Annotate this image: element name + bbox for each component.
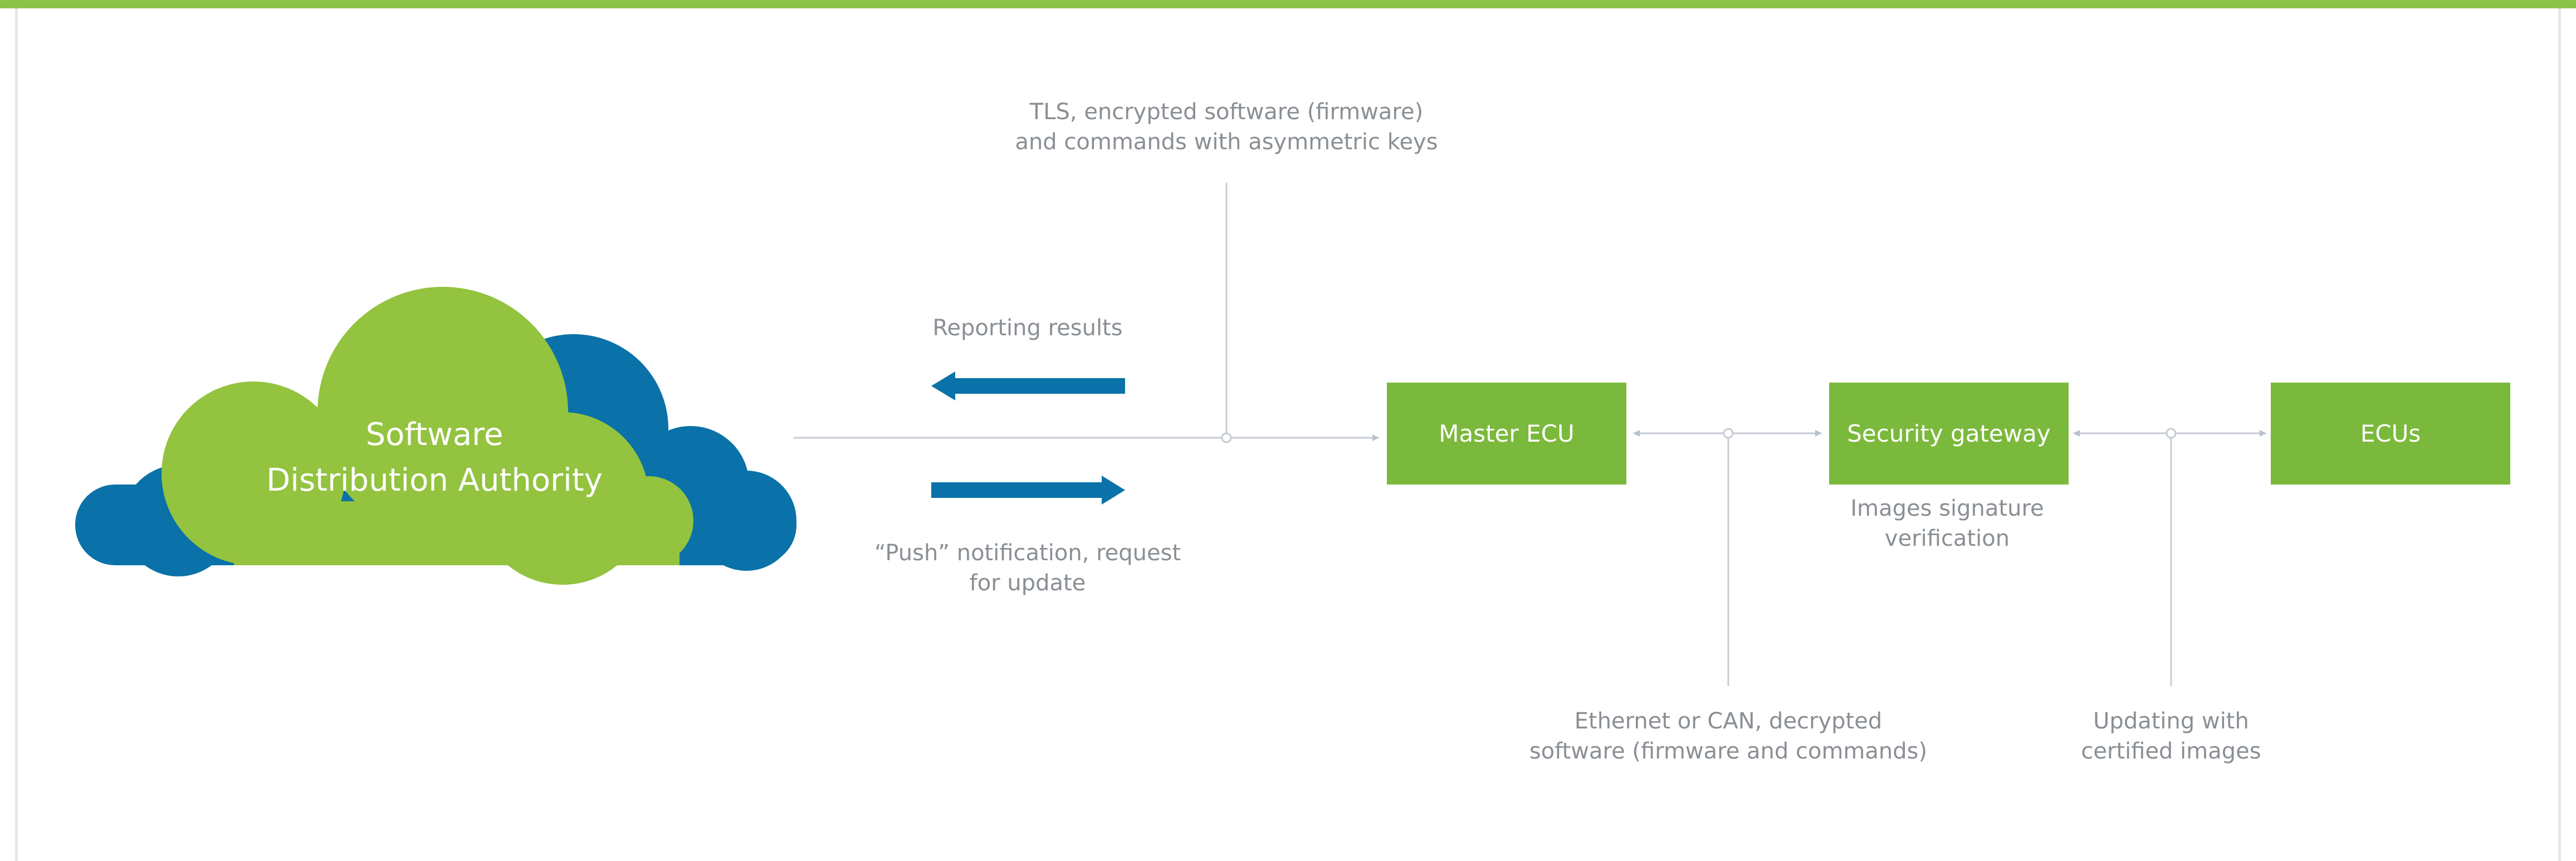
top-accent-bar bbox=[0, 0, 2576, 8]
cloud-icon bbox=[75, 287, 796, 585]
images-signature-line1: Images signature bbox=[1850, 496, 2044, 521]
ethernet-junction-dot bbox=[1723, 428, 1734, 439]
reporting-label: Reporting results bbox=[932, 315, 1123, 341]
updating-label: Updating with certified images bbox=[2032, 706, 2310, 766]
ecus-box: ECUs bbox=[2271, 383, 2510, 485]
updating-junction-dot bbox=[2166, 428, 2177, 439]
updating-label-line1: Updating with bbox=[2093, 708, 2249, 734]
push-label: “Push” notification, request for update bbox=[861, 538, 1195, 598]
security-gateway-box: Security gateway bbox=[1829, 383, 2069, 485]
cloud-label-line2: Distribution Authority bbox=[266, 462, 603, 498]
frame-left-border bbox=[15, 8, 18, 861]
ethernet-label-line1: Ethernet or CAN, decrypted bbox=[1574, 708, 1883, 734]
master-ecu-box: Master ECU bbox=[1387, 383, 1626, 485]
cloud-front-green bbox=[162, 287, 693, 585]
reporting-arrow-left-icon bbox=[931, 371, 1125, 400]
tls-label-line2: and commands with asymmetric keys bbox=[1015, 129, 1438, 155]
push-label-line2: for update bbox=[969, 570, 1086, 596]
ethernet-label-line2: software (firmware and commands) bbox=[1529, 738, 1928, 764]
tls-label: TLS, encrypted software (firmware) and c… bbox=[976, 97, 1477, 157]
tls-label-line1: TLS, encrypted software (firmware) bbox=[1029, 99, 1424, 125]
images-signature-label: Images signature verification bbox=[1808, 493, 2086, 554]
cloud-label-line1: Software bbox=[365, 417, 504, 453]
tls-junction-dot bbox=[1221, 432, 1232, 443]
push-arrow-right-icon bbox=[931, 476, 1125, 505]
ethernet-label: Ethernet or CAN, decrypted software (fir… bbox=[1478, 706, 1979, 766]
frame-right-border bbox=[2558, 8, 2561, 861]
push-label-line1: “Push” notification, request bbox=[874, 540, 1181, 566]
cloud-label: Software Distribution Authority bbox=[239, 412, 629, 503]
images-signature-line2: verification bbox=[1884, 526, 2010, 551]
updating-label-line2: certified images bbox=[2081, 738, 2261, 764]
